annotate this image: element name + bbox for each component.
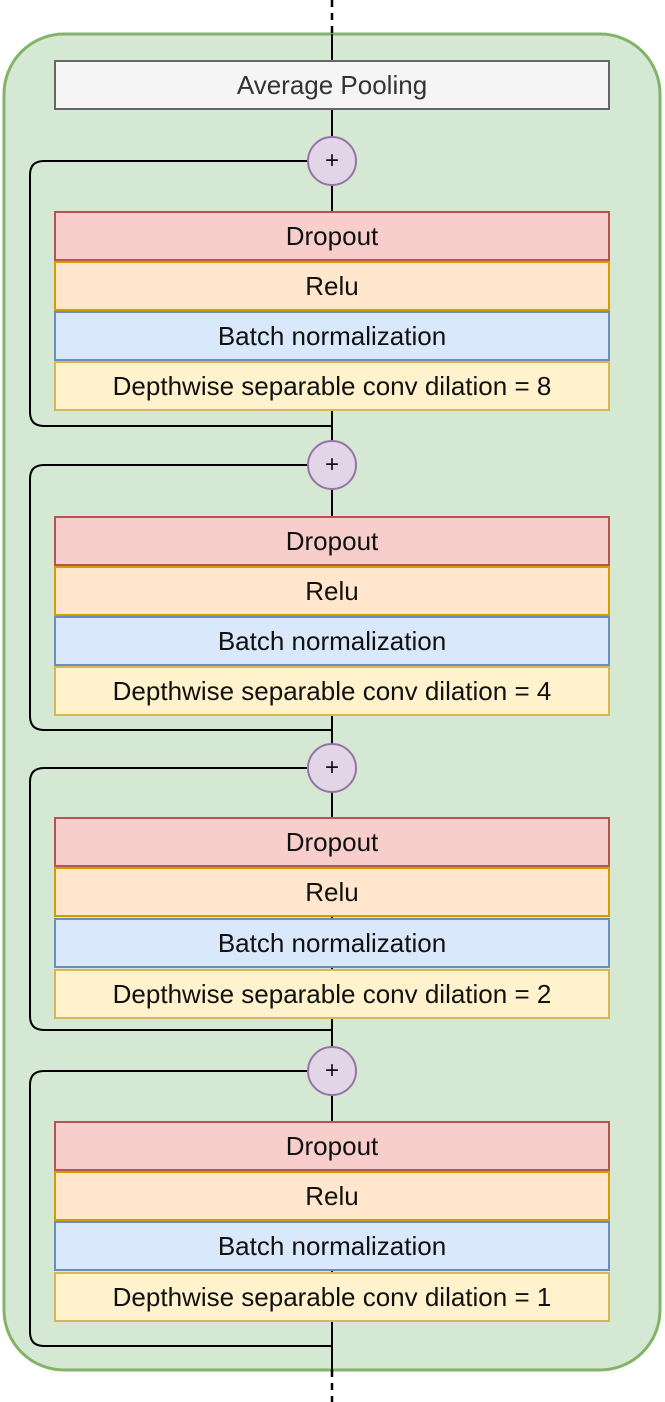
add-node-3: + — [307, 743, 357, 793]
dropout-layer-1: Dropout — [54, 211, 610, 261]
dilated-conv-layer-2: Depthwise separable conv dilation = 4 — [54, 666, 610, 716]
relu-layer-3: Relu — [54, 867, 610, 917]
relu-layer-2: Relu — [54, 566, 610, 616]
skip-connection-4 — [29, 1070, 332, 1347]
add-node-4: + — [307, 1046, 357, 1096]
dilated-conv-layer-1: Depthwise separable conv dilation = 8 — [54, 361, 610, 411]
batch-norm-layer-1: Batch normalization — [54, 311, 610, 361]
batch-norm-layer-3: Batch normalization — [54, 918, 610, 968]
dropout-layer-3: Dropout — [54, 817, 610, 867]
relu-layer-1: Relu — [54, 261, 610, 311]
batch-norm-layer-4: Batch normalization — [54, 1221, 610, 1271]
skip-connection-3 — [29, 767, 332, 1031]
dilated-conv-layer-4: Depthwise separable conv dilation = 1 — [54, 1272, 610, 1322]
dilated-conv-layer-3: Depthwise separable conv dilation = 2 — [54, 969, 610, 1019]
dropout-layer-4: Dropout — [54, 1121, 610, 1171]
average-pooling-layer: Average Pooling — [54, 60, 610, 110]
dropout-layer-2: Dropout — [54, 516, 610, 566]
skip-connection-2 — [29, 464, 332, 731]
add-node-1: + — [307, 136, 357, 186]
batch-norm-layer-2: Batch normalization — [54, 616, 610, 666]
skip-connection-1 — [29, 160, 332, 427]
add-node-2: + — [307, 440, 357, 490]
relu-layer-4: Relu — [54, 1171, 610, 1221]
